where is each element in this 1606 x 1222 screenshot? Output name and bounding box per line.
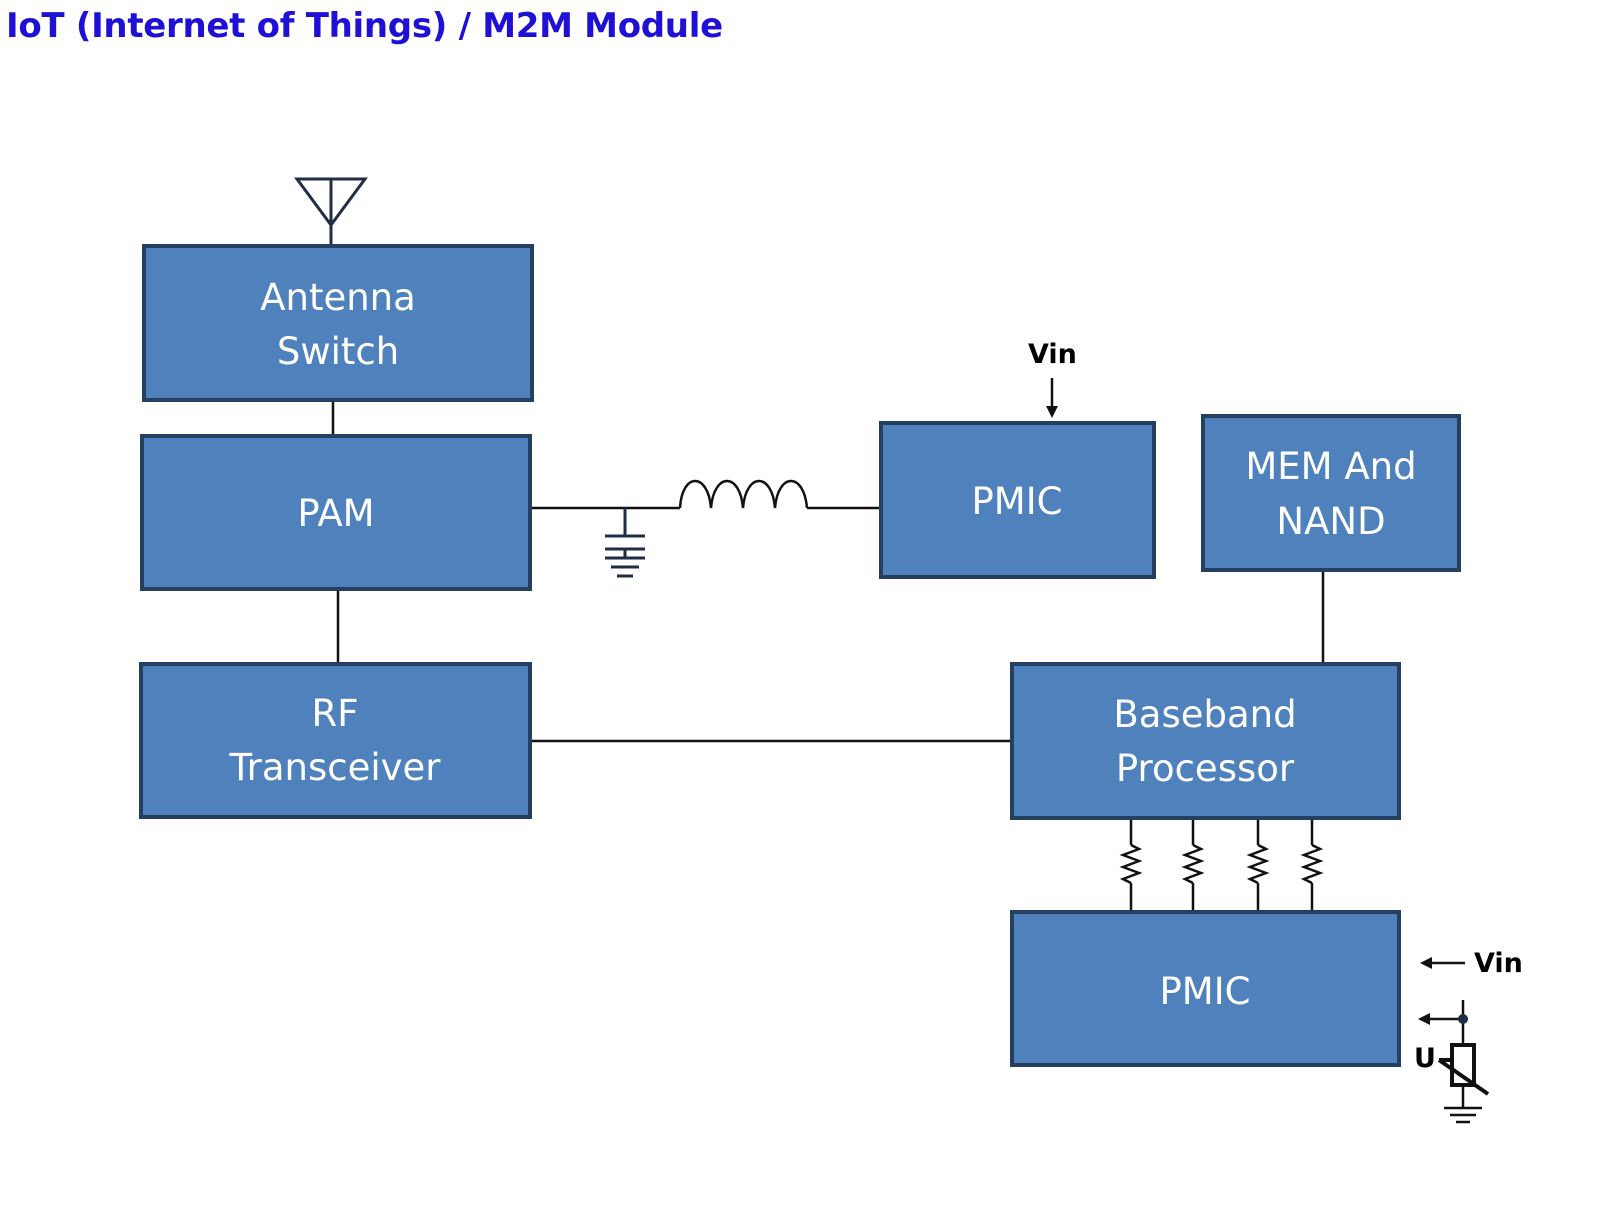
rf-transceiver-block: RF Transceiver — [139, 662, 532, 819]
svg-text:Transceiver: Transceiver — [228, 746, 441, 789]
pmic-bottom-block: PMIC — [1010, 910, 1401, 1067]
svg-text:MEM And: MEM And — [1245, 445, 1416, 488]
resistor-icon — [1181, 818, 1205, 912]
u-label: U — [1414, 1043, 1436, 1074]
ground-icon — [605, 508, 645, 578]
pam-block: PAM — [140, 434, 532, 591]
vin-right-label: Vin — [1474, 948, 1523, 979]
svg-text:Antenna: Antenna — [260, 276, 416, 319]
svg-text:RF: RF — [312, 692, 359, 735]
svg-text:Baseband: Baseband — [1113, 693, 1296, 736]
baseband-processor-block: Baseband Processor — [1010, 662, 1401, 820]
resistor-icon — [1246, 818, 1270, 912]
mem-nand-block: MEM And NAND — [1201, 414, 1461, 572]
vin-top-label: Vin — [1028, 339, 1077, 370]
resistor-icon — [1300, 818, 1324, 912]
vin-right-arrow — [1420, 957, 1465, 969]
page-title: IoT (Internet of Things) / M2M Module — [6, 6, 723, 46]
svg-text:Switch: Switch — [277, 330, 399, 373]
antenna-icon — [294, 177, 368, 246]
svg-text:PMIC: PMIC — [972, 480, 1063, 523]
svg-text:Processor: Processor — [1116, 747, 1295, 790]
vin-top-arrow — [1046, 378, 1058, 418]
antenna-switch-block: Antenna Switch — [142, 244, 534, 402]
svg-text:PAM: PAM — [297, 492, 374, 535]
pmic-top-block: PMIC — [879, 421, 1156, 579]
inductor-icon — [678, 479, 809, 509]
thermistor-icon — [1418, 1000, 1490, 1124]
resistor-icon — [1119, 818, 1143, 912]
svg-text:PMIC: PMIC — [1160, 970, 1251, 1013]
svg-text:NAND: NAND — [1276, 500, 1385, 543]
